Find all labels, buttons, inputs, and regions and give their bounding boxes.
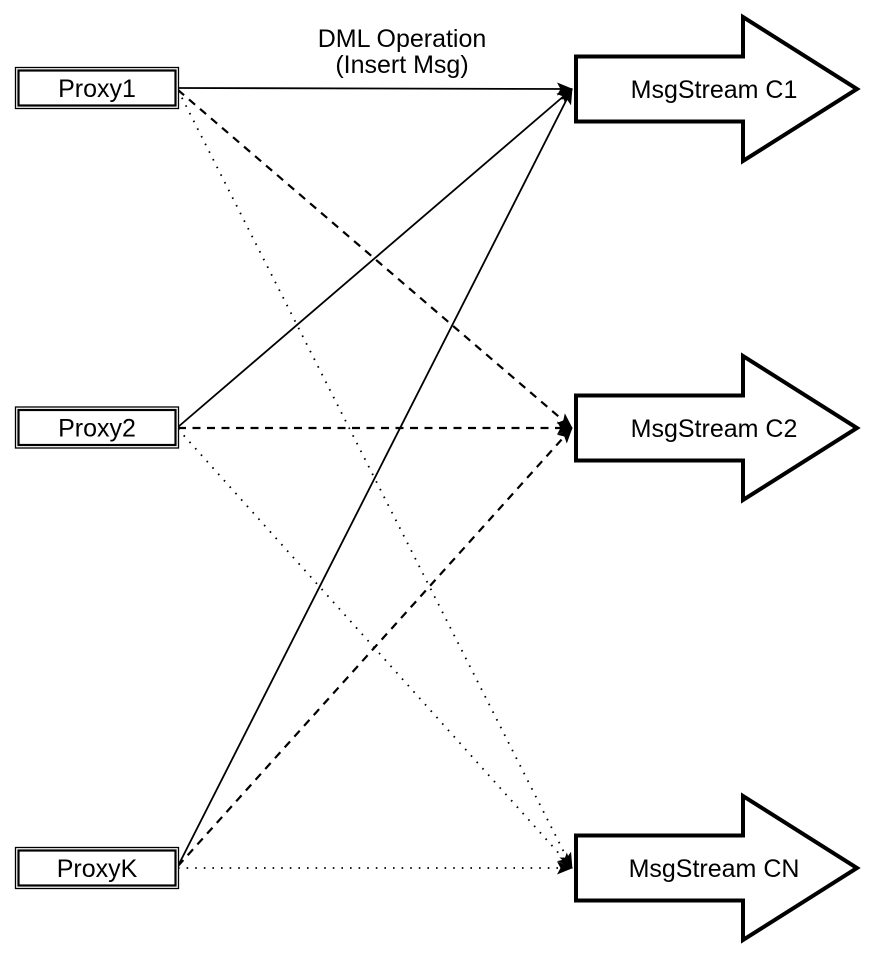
msgstream-c1-node: MsgStream C1 [574,13,861,165]
edge-label-line2: (Insert Msg) [335,51,468,79]
proxy2-box-inner [17,408,177,447]
connection-proxyk-msgstream-c1 [177,88,573,867]
msgstream-cn-label: MsgStream CN [629,855,800,883]
connection-proxy1-msgstream-c1 [177,82,573,96]
msgstream-c2-label: MsgStream C2 [631,415,798,443]
proxy2-label: Proxy2 [58,415,136,443]
msgstream-c2-arrow-shape [574,352,861,504]
msgstream-c1-arrow-shape [574,13,861,165]
msgstream-cn-arrow-shape [574,792,861,944]
msgstream-cn-node: MsgStream CN [574,792,861,944]
proxy2-node: Proxy2 [14,406,180,449]
connection-proxy2-msgstream-cn [177,428,573,869]
edge-label-line1: DML Operation [318,25,487,53]
msgstream-c2-node: MsgStream C2 [574,352,861,504]
edge-label: DML Operation (Insert Msg) [318,25,487,79]
connections-layer [177,82,573,875]
msgstream-c1-label: MsgStream C1 [631,76,798,104]
proxy1-box-inner [17,69,177,107]
proxy1-node: Proxy1 [14,66,180,110]
connection-proxy2-msgstream-c1 [177,88,573,428]
proxy1-label: Proxy1 [58,75,136,103]
proxyk-box-inner [17,849,177,887]
proxyk-node: ProxyK [14,846,180,890]
connection-proxyk-msgstream-c2 [177,427,573,867]
proxyk-label: ProxyK [57,855,138,883]
